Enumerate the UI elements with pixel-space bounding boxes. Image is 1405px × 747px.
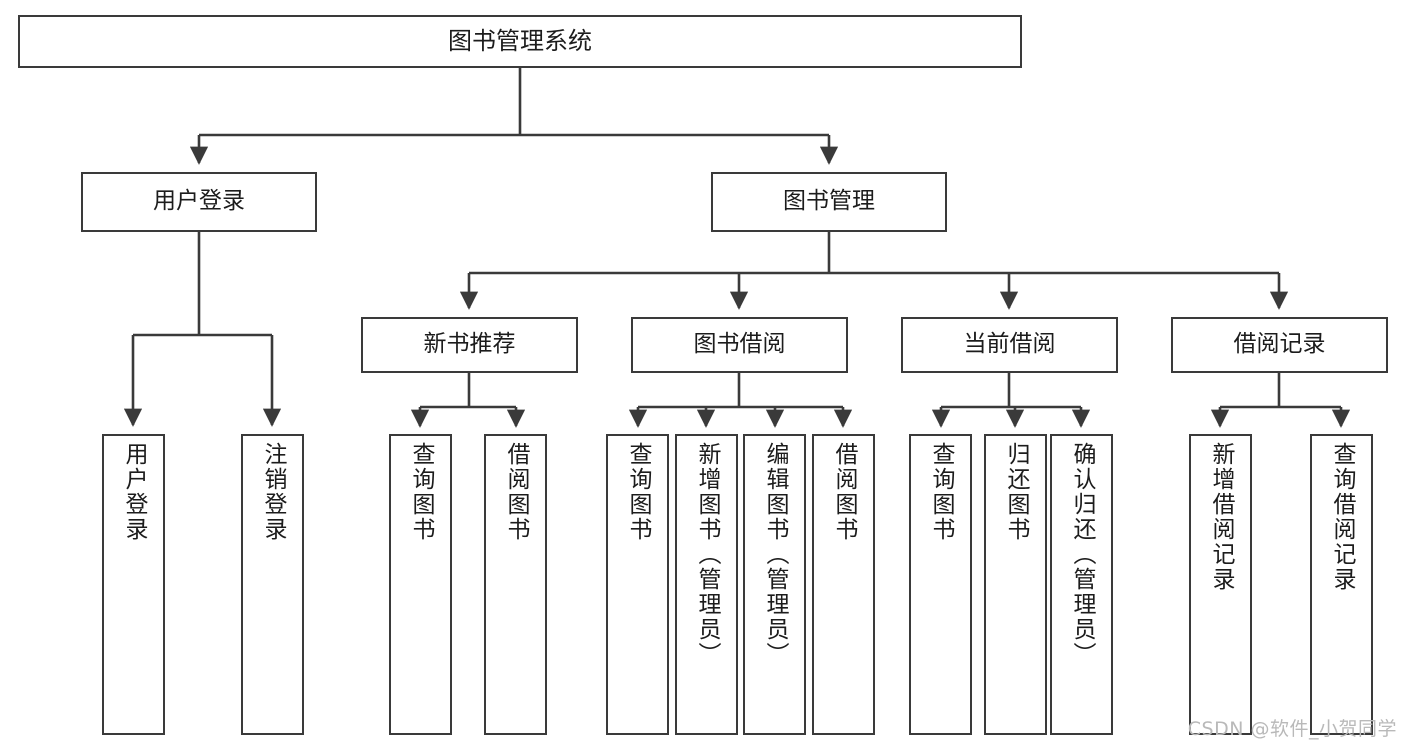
node-new-book-rec-label: 新书推荐	[423, 331, 516, 358]
node-leaf-query-book-3-label: 查询图书	[928, 442, 954, 542]
node-leaf-add-record[interactable]: 新增借阅记录	[1189, 434, 1252, 735]
node-root-label: 图书管理系统	[448, 27, 592, 56]
node-leaf-query-record-label: 查询借阅记录	[1329, 442, 1355, 592]
node-leaf-add-book[interactable]: 新增图书（管理员）	[675, 434, 738, 735]
node-user-login[interactable]: 用户登录	[81, 172, 317, 232]
node-leaf-borrow-book-2-label: 借阅图书	[831, 442, 857, 542]
node-leaf-user-login-label: 用户登录	[121, 442, 147, 542]
node-book-borrow-label: 图书借阅	[693, 331, 786, 358]
node-leaf-return-book[interactable]: 归还图书	[984, 434, 1047, 735]
node-leaf-logout-label: 注销登录	[260, 442, 286, 542]
node-leaf-query-record[interactable]: 查询借阅记录	[1310, 434, 1373, 735]
node-leaf-edit-book[interactable]: 编辑图书（管理员）	[743, 434, 806, 735]
node-leaf-borrow-book-1-label: 借阅图书	[503, 442, 529, 542]
node-leaf-borrow-book-1[interactable]: 借阅图书	[484, 434, 547, 735]
watermark-text: CSDN @软件_小贺同学	[1187, 718, 1397, 740]
node-new-book-rec[interactable]: 新书推荐	[361, 317, 578, 373]
node-leaf-query-book-2-label: 查询图书	[625, 442, 651, 542]
node-leaf-confirm-return[interactable]: 确认归还（管理员）	[1050, 434, 1113, 735]
node-borrow-record[interactable]: 借阅记录	[1171, 317, 1388, 373]
node-book-borrow[interactable]: 图书借阅	[631, 317, 848, 373]
node-leaf-borrow-book-2[interactable]: 借阅图书	[812, 434, 875, 735]
node-borrow-record-label: 借阅记录	[1233, 331, 1326, 358]
node-leaf-query-book-1[interactable]: 查询图书	[389, 434, 452, 735]
node-root[interactable]: 图书管理系统	[18, 15, 1022, 68]
node-leaf-confirm-return-label: 确认归还（管理员）	[1069, 442, 1095, 667]
node-book-manage[interactable]: 图书管理	[711, 172, 947, 232]
node-leaf-query-book-2[interactable]: 查询图书	[606, 434, 669, 735]
node-current-borrow[interactable]: 当前借阅	[901, 317, 1118, 373]
node-leaf-add-record-label: 新增借阅记录	[1208, 442, 1234, 592]
node-book-manage-label: 图书管理	[783, 188, 875, 215]
node-current-borrow-label: 当前借阅	[963, 331, 1056, 358]
node-leaf-query-book-1-label: 查询图书	[408, 442, 434, 542]
node-leaf-edit-book-label: 编辑图书（管理员）	[762, 442, 788, 667]
node-leaf-logout[interactable]: 注销登录	[241, 434, 304, 735]
node-leaf-user-login[interactable]: 用户登录	[102, 434, 165, 735]
node-leaf-add-book-label: 新增图书（管理员）	[694, 442, 720, 667]
node-leaf-query-book-3[interactable]: 查询图书	[909, 434, 972, 735]
node-leaf-return-book-label: 归还图书	[1003, 442, 1029, 542]
node-user-login-label: 用户登录	[153, 188, 245, 215]
